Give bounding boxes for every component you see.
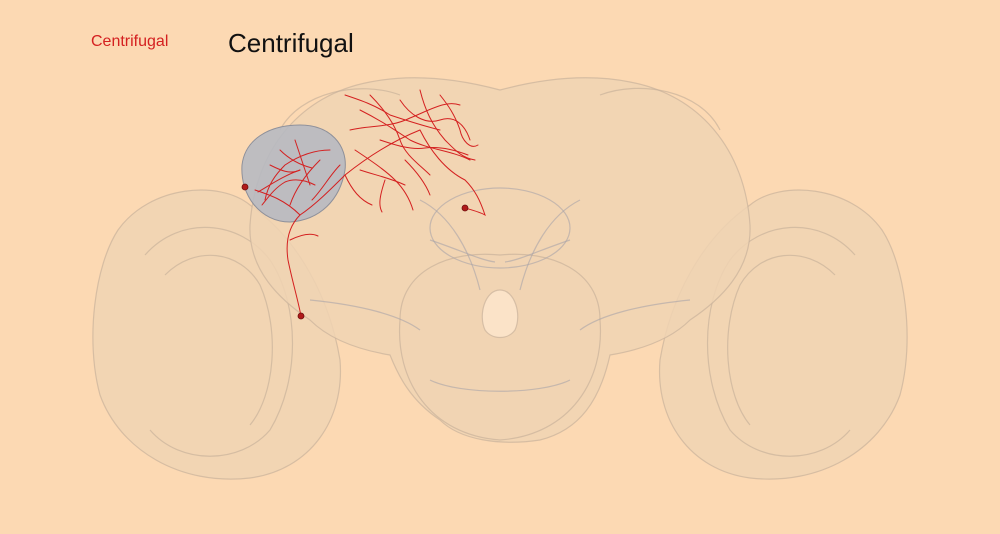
soma-lower [297,312,305,320]
subesophageal-zone [398,253,602,441]
soma-central [461,204,469,212]
figure-title: Centrifugal [228,28,354,58]
esophageal-foramen [481,289,519,339]
somata [241,183,469,320]
legend-label-centrifugal: Centrifugal [91,33,169,50]
centrifugal-neuron [254,89,486,317]
brain-mesh [92,77,908,480]
soma-upper [241,183,249,191]
